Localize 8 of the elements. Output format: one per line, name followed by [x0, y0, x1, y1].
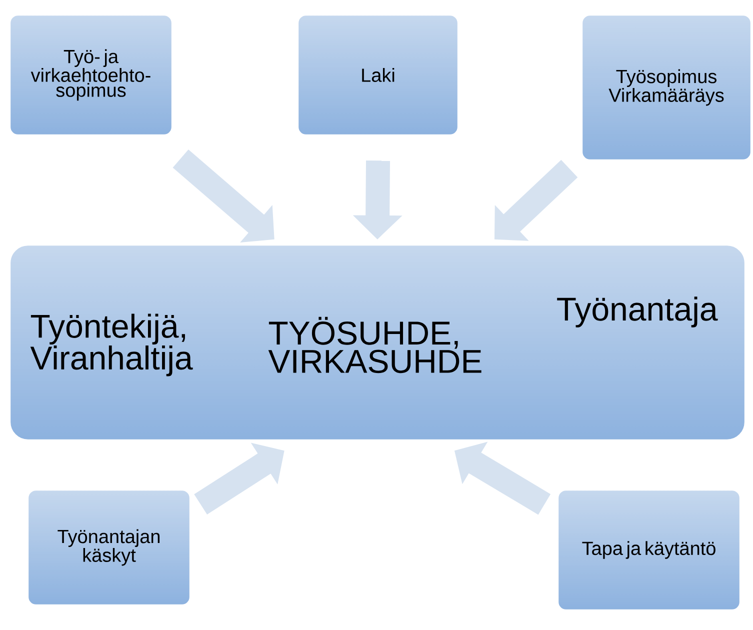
source-box: Työnantajan käskyt [27, 489, 191, 606]
relation-text: Työntekijä, Viranhaltija [30, 314, 193, 376]
source-box: Työ- ja virkaehtoehto-sopimus [9, 14, 173, 136]
relation-text: Työnantaja [557, 296, 718, 328]
source-box: Työsopimus Virkamääräys [581, 14, 752, 161]
relation-text: TYÖSUHDE, VIRKASUHDE [268, 316, 482, 374]
source-box: Laki [297, 14, 459, 136]
source-box: Tapa ja käytäntö [557, 489, 741, 611]
